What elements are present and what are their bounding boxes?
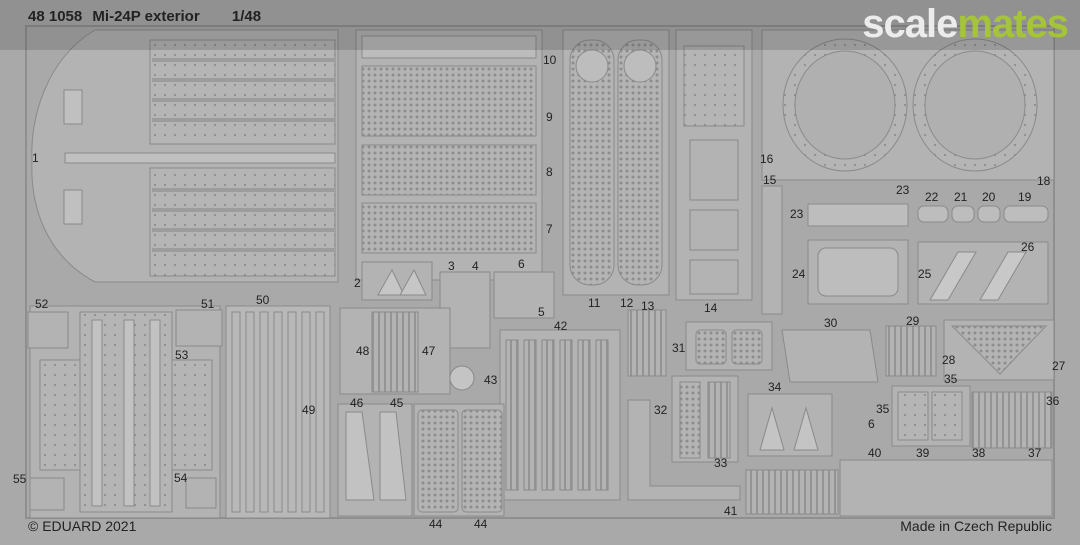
part-label-44a: 44 [429,517,443,531]
part-label-15: 15 [763,173,777,187]
small-tabs [27,309,223,511]
scalemates-watermark: scalemates [862,2,1069,46]
part-label-13: 13 [641,299,655,313]
part-label-26: 26 [1021,240,1035,254]
part-label-37: 37 [1028,446,1042,460]
part-label-35a: 35 [944,372,958,386]
header-band [0,0,1080,50]
watermark-scale: scale [862,2,958,46]
part-label-12: 12 [620,296,634,310]
parts-45-48 [337,307,475,517]
parts-7-10 [355,29,543,281]
origin-text: Made in Czech Republic [900,518,1052,534]
part-label-3: 3 [448,259,455,273]
product-title: Mi-24P exterior [92,8,200,25]
part-label-9: 9 [546,110,553,124]
part-label-43: 43 [484,373,498,387]
part-label-53: 53 [175,348,189,362]
product-scale: 1/48 [231,8,262,25]
part-label-4: 4 [472,259,479,273]
part-label-6b: 6 [868,417,875,431]
parts-19-23 [807,203,1049,227]
part-label-42: 42 [554,319,568,333]
part-label-8: 8 [546,165,553,179]
part-label-10: 10 [543,53,557,67]
parts-44 [413,403,505,517]
parts-11-12 [562,29,670,296]
part-label-11: 11 [588,296,601,310]
part-label-2: 2 [354,276,361,290]
part-label-25: 25 [918,267,932,281]
part-label-38: 38 [972,446,986,460]
part-label-6a: 6 [518,257,525,271]
part-label-45: 45 [390,396,404,410]
part-label-44b: 44 [474,517,488,531]
copyright-text: © EDUARD 2021 [28,518,137,534]
part-label-54: 54 [174,471,188,485]
part-label-35b: 35 [876,402,890,416]
part-label-5: 5 [538,305,545,319]
part-label-18: 18 [1037,174,1051,188]
part-label-14: 14 [704,301,718,315]
part-label-28: 28 [942,353,956,367]
part-label-36: 36 [1046,394,1060,408]
column-panel [675,29,783,315]
part-label-1: 1 [32,151,39,165]
part-label-55: 55 [13,472,27,486]
parts-2-6 [361,261,555,349]
part-label-46: 46 [350,396,364,410]
part-label-50: 50 [256,293,270,307]
parts-24-28 [807,239,1055,381]
part-label-33: 33 [714,456,728,470]
fret-header: 48 1058 Mi-24P exterior 1/48 [28,8,267,25]
part-1 [31,29,339,283]
part-label-20: 20 [982,190,996,204]
part-label-51: 51 [201,297,215,311]
part-label-39: 39 [916,446,930,460]
part-label-48: 48 [356,344,370,358]
part-label-21: 21 [954,190,968,204]
part-label-41: 41 [724,504,738,518]
part-label-49: 49 [302,403,316,417]
parts-49-50 [225,305,331,519]
product-code: 48 1058 [28,8,83,25]
part-label-16: 16 [760,152,774,166]
part-label-27: 27 [1052,359,1066,373]
part-label-32: 32 [654,403,668,417]
part-label-22: 22 [925,190,939,204]
parts-16-18 [761,29,1055,181]
part-label-52: 52 [35,297,49,311]
part-label-40: 40 [868,446,882,460]
part-42 [499,329,621,501]
watermark-mates: mates [957,2,1069,46]
part-label-23b: 23 [790,207,804,221]
part-label-47: 47 [422,344,436,358]
part-label-19: 19 [1018,190,1032,204]
part-label-7: 7 [546,222,553,236]
part-label-34: 34 [768,380,782,394]
part-label-24: 24 [792,267,806,281]
parts-30-41 [627,309,1053,517]
part-label-31: 31 [672,341,686,355]
part-label-23a: 23 [896,183,910,197]
part-label-30: 30 [824,316,838,330]
part-label-29: 29 [906,314,920,328]
